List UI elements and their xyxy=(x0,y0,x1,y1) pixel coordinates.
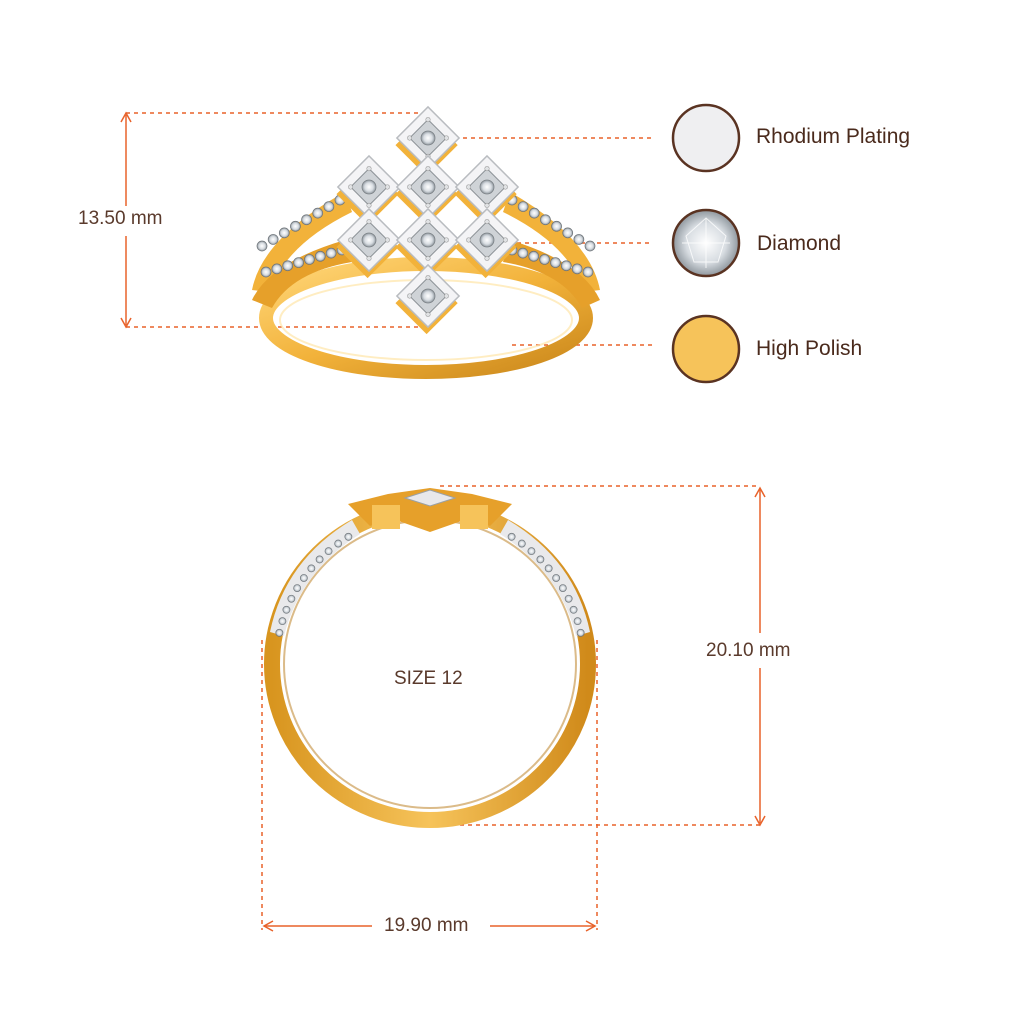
motif-square xyxy=(395,263,461,335)
front-pave-stone xyxy=(564,594,573,603)
pave-stone xyxy=(290,220,301,232)
front-pave-stone xyxy=(287,594,296,603)
pave-stone xyxy=(540,214,551,226)
legend xyxy=(671,103,741,384)
front-pave-stone xyxy=(334,539,343,548)
pave-stone xyxy=(301,214,312,226)
pave-stone xyxy=(582,266,594,278)
front-pave-stone xyxy=(544,564,553,573)
pave-stone xyxy=(560,260,572,272)
motif-square xyxy=(454,154,520,226)
pave-stone xyxy=(256,240,268,252)
ring-size-label: SIZE 12 xyxy=(394,668,463,689)
pave-stone xyxy=(312,207,324,219)
shoulder-left-lower xyxy=(252,240,352,308)
front-shoulder-left xyxy=(270,520,360,636)
arrowhead-right xyxy=(585,920,597,932)
shoulder-right-lower xyxy=(503,240,600,308)
pave-stone xyxy=(550,257,561,268)
pave-stone xyxy=(528,250,540,262)
front-pave-stone xyxy=(299,574,308,582)
dimension-width-front: 19.90 mm xyxy=(380,915,473,937)
front-pave-stone xyxy=(558,584,567,592)
arrowhead-left xyxy=(262,920,274,932)
pave-stone xyxy=(293,257,304,268)
front-arrowhead-up xyxy=(754,486,766,498)
pave-stone xyxy=(278,227,290,239)
legend-label-diamond: Diamond xyxy=(757,232,842,255)
front-pave-stone xyxy=(293,584,302,592)
front-prong-left xyxy=(372,505,400,529)
dimension-height-front: 20.10 mm xyxy=(702,640,795,662)
pave-stone xyxy=(304,254,315,265)
front-pave-stone xyxy=(275,628,284,637)
pave-stone xyxy=(539,254,550,265)
pave-stone xyxy=(573,234,585,245)
arrowhead-down xyxy=(120,317,132,329)
pave-stone xyxy=(562,227,574,239)
front-pave-stone xyxy=(536,555,545,564)
legend-label-polish: High Polish xyxy=(756,337,863,360)
pave-stone xyxy=(260,266,272,278)
front-pave-stone xyxy=(507,532,516,541)
pave-stone xyxy=(267,234,279,245)
front-shoulder-right xyxy=(500,520,590,636)
pave-stone xyxy=(584,240,596,252)
motif-square xyxy=(336,207,402,279)
front-pave-stone xyxy=(569,605,578,614)
front-pave-stone xyxy=(307,564,316,573)
pave-stone xyxy=(271,263,283,275)
front-pave-stone xyxy=(552,574,561,582)
front-pave-stone xyxy=(344,532,353,541)
pave-stone xyxy=(571,263,583,275)
pave-stone xyxy=(323,201,335,212)
pave-stone xyxy=(551,220,562,232)
pave-stone xyxy=(528,207,540,219)
diamond-facets xyxy=(682,217,730,268)
ring-front-view xyxy=(264,488,596,828)
front-pave-stone xyxy=(573,617,582,626)
front-center-stone xyxy=(403,489,457,507)
front-pave-stone xyxy=(324,547,333,556)
front-pave-stone xyxy=(517,539,526,548)
front-setting xyxy=(348,488,512,532)
pave-stone xyxy=(325,247,337,259)
polish-swatch-icon xyxy=(671,314,741,384)
pave-stone xyxy=(517,201,529,212)
motif-square xyxy=(395,105,461,177)
front-arrowhead-down xyxy=(754,815,766,827)
ring-top-view xyxy=(252,105,600,379)
dimension-height-top: 13.50 mm xyxy=(74,208,167,230)
rhodium-swatch-icon xyxy=(671,103,741,173)
pave-stone xyxy=(282,260,294,272)
front-prong-right xyxy=(460,505,488,529)
guide-lines-front xyxy=(261,485,766,932)
front-pave-stone xyxy=(527,547,536,556)
front-pave-stone xyxy=(278,617,287,626)
arrowhead-up xyxy=(120,111,132,123)
front-pave-diamonds xyxy=(275,532,585,637)
center-motif xyxy=(336,105,520,335)
pave-stone xyxy=(517,247,529,259)
front-pave-stone xyxy=(315,555,324,564)
front-band-inner-edge xyxy=(283,519,577,809)
front-pave-stone xyxy=(576,628,585,637)
legend-label-rhodium: Rhodium Plating xyxy=(756,125,911,148)
pave-stone xyxy=(314,250,326,262)
front-pave-stone xyxy=(282,605,291,614)
